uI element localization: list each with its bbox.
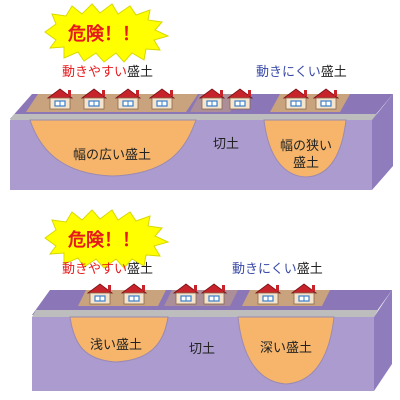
house-icon <box>255 283 281 305</box>
top-panel: 危険！！ 動きやすい盛土 動きにくい盛土 幅の広い盛土 切土 幅 <box>10 3 393 190</box>
fill-soil-wide <box>29 119 197 177</box>
caption-right-bottom: 動きにくい盛土 <box>232 262 323 277</box>
house-icon <box>283 88 309 110</box>
danger-starburst-bottom <box>44 209 170 269</box>
bottom-panel: 危険！！ 動きやすい盛土 動きにくい盛土 浅い盛土 切土 深い盛土 <box>32 209 392 391</box>
road-top <box>10 114 378 120</box>
house-icon <box>121 283 147 305</box>
house-icon <box>81 88 107 110</box>
ground-side-bottom <box>374 290 392 391</box>
caption-right-top: 動きにくい盛土 <box>256 65 347 80</box>
label-wide-fill: 幅の広い盛土 <box>73 148 151 163</box>
house-icon <box>291 283 317 305</box>
label-narrow-fill-2: 盛土 <box>293 156 319 171</box>
house-icon <box>227 88 253 110</box>
fill-surface-deep <box>242 290 330 306</box>
house-icon <box>115 88 141 110</box>
house-icon <box>313 88 339 110</box>
caption-left-bottom: 動きやすい盛土 <box>62 262 153 277</box>
label-shallow-fill: 浅い盛土 <box>90 338 142 353</box>
fill-soil-shallow <box>69 316 169 363</box>
danger-text-bottom: 危険！！ <box>67 229 140 251</box>
danger-text-top: 危険！！ <box>67 23 140 45</box>
fill-surface-narrow <box>270 94 350 112</box>
label-cut-bottom: 切土 <box>189 342 215 357</box>
house-icon <box>149 88 175 110</box>
house-icon <box>87 283 113 305</box>
label-cut-top: 切土 <box>213 137 239 152</box>
road-bottom <box>32 310 378 317</box>
fill-soil-narrow <box>263 119 347 178</box>
house-icon <box>201 283 227 305</box>
ground-side-top <box>372 94 393 190</box>
fill-soil-deep <box>237 316 335 385</box>
caption-left-top: 動きやすい盛土 <box>62 65 153 80</box>
label-deep-fill: 深い盛土 <box>260 341 312 356</box>
label-narrow-fill-1: 幅の狭い <box>280 139 332 154</box>
danger-starburst-top <box>44 3 170 63</box>
house-icon <box>47 88 73 110</box>
house-icon <box>199 88 225 110</box>
house-icon <box>173 283 199 305</box>
